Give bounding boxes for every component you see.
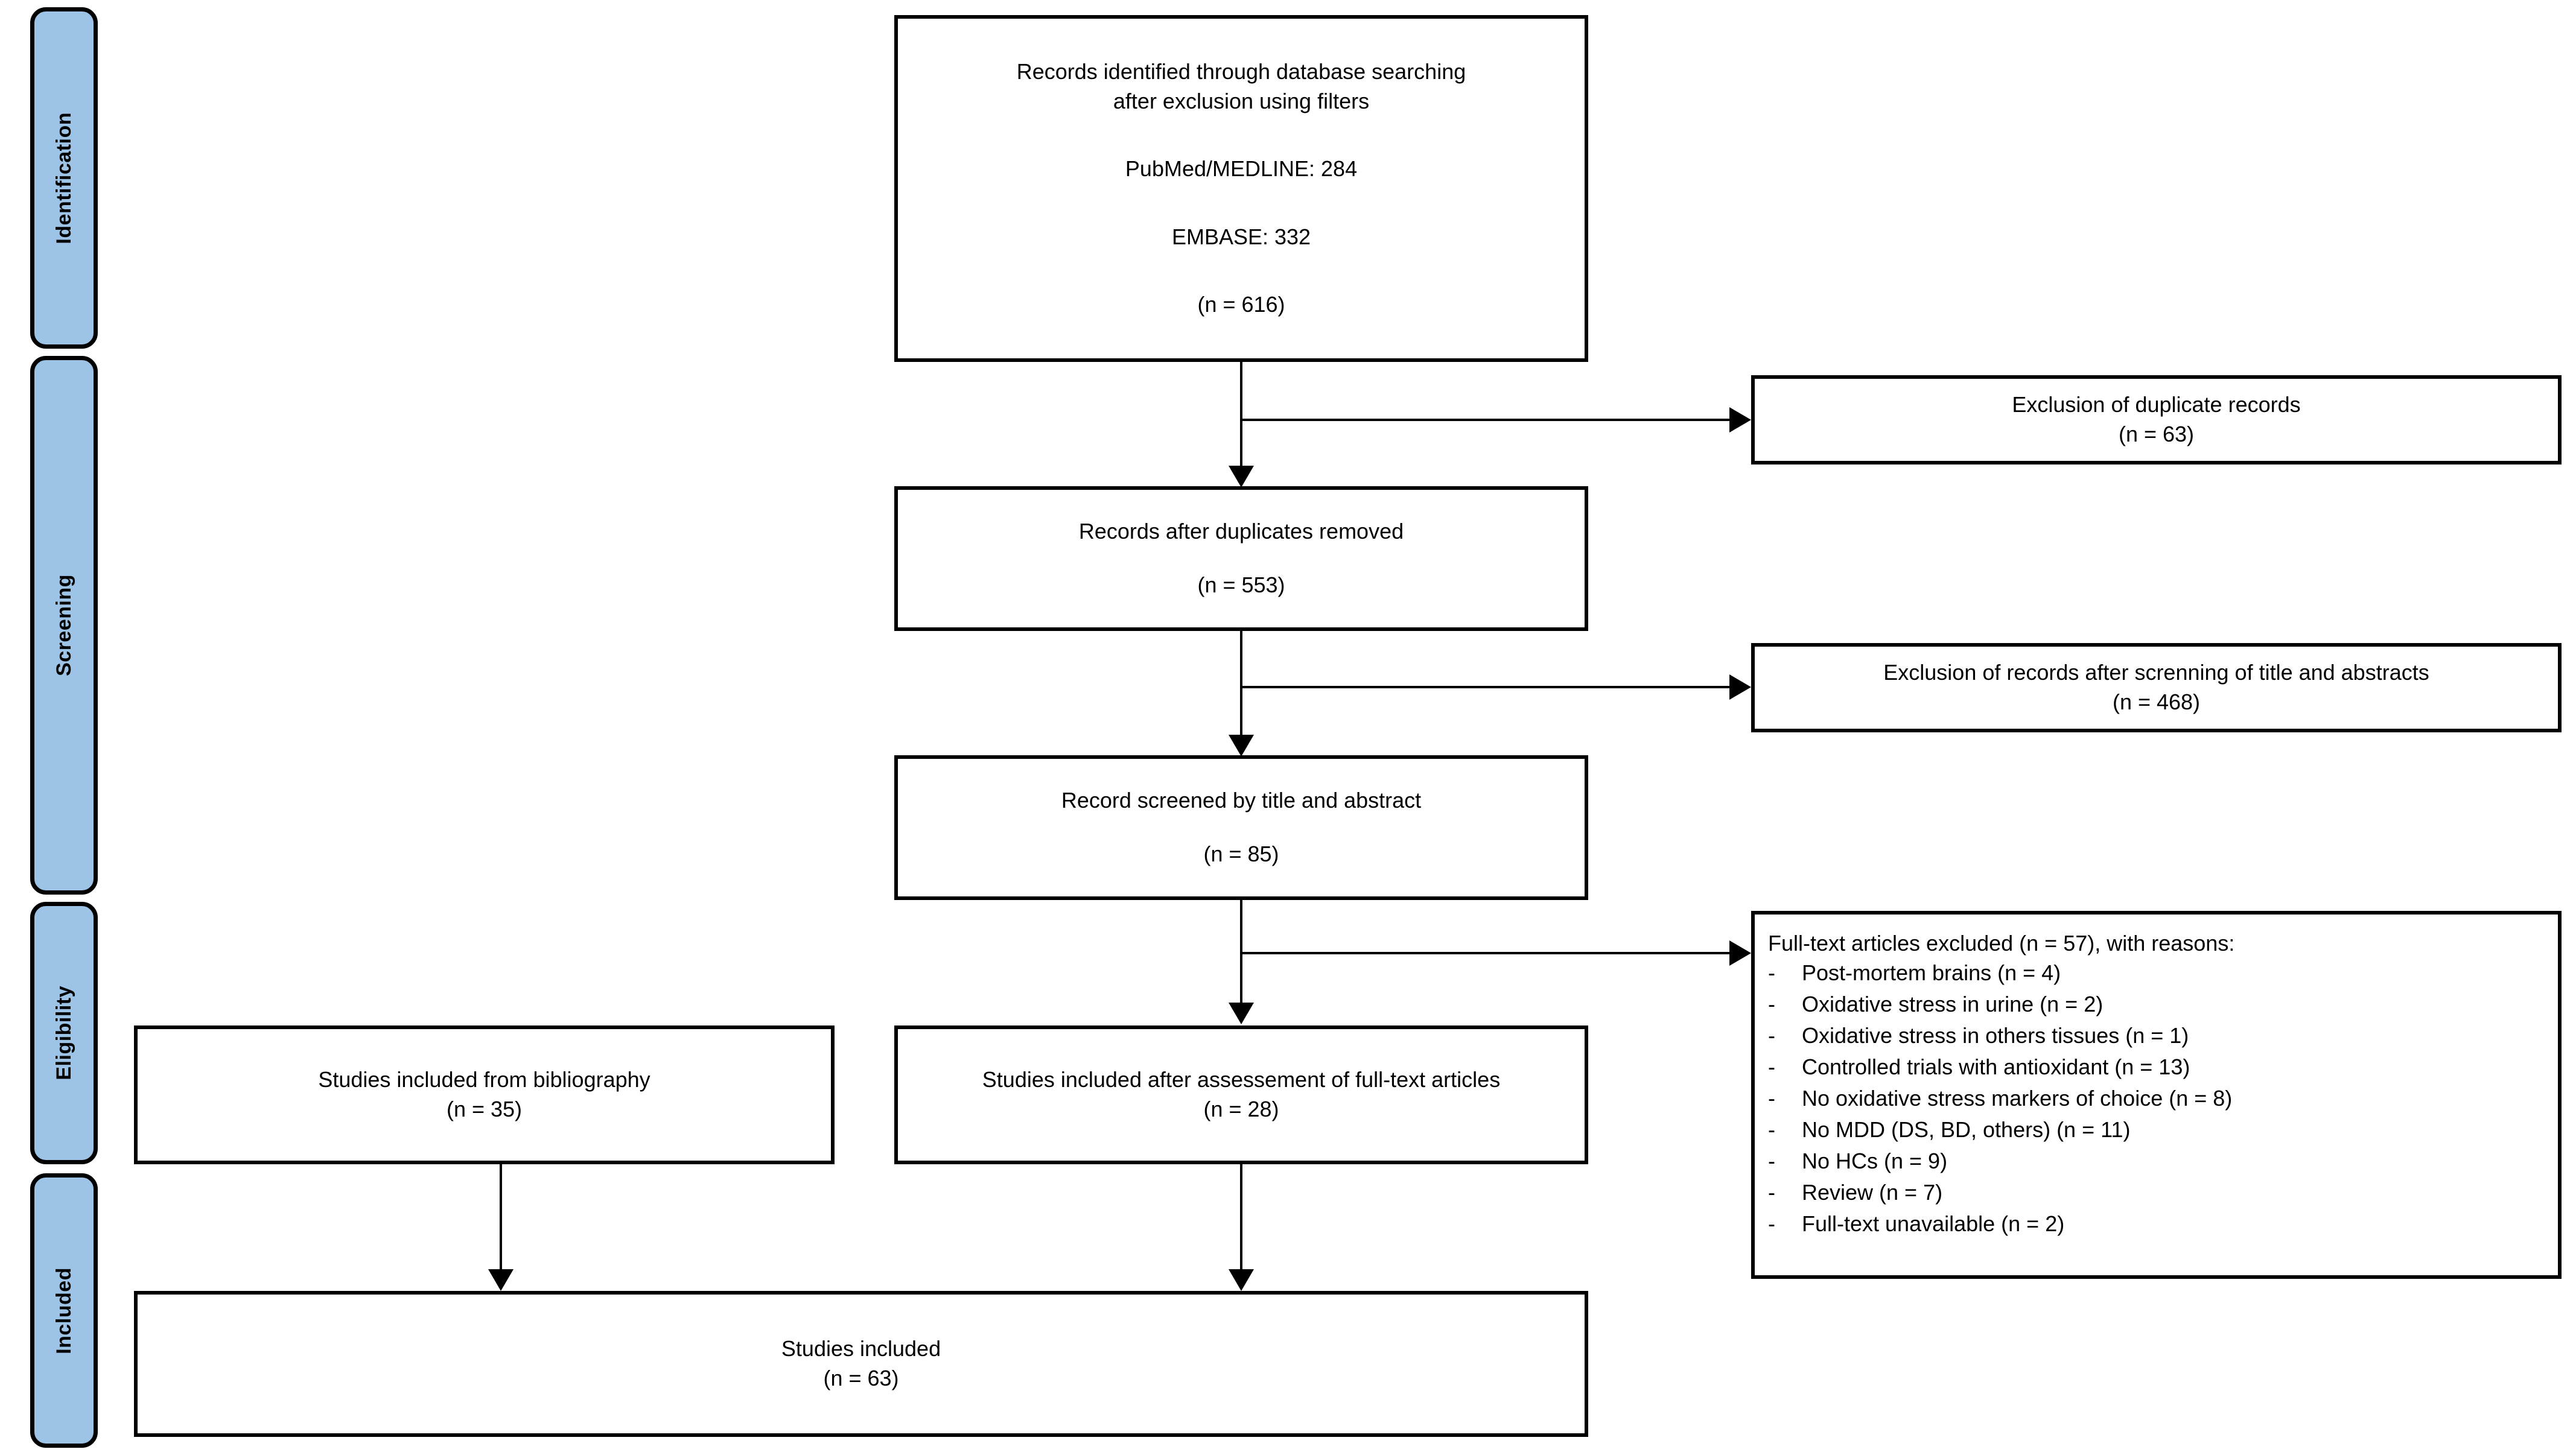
list-item: - Controlled trials with antioxidant (n … (1768, 1056, 2232, 1078)
box-studies-after-fulltext: Studies included after assessement of fu… (894, 1025, 1588, 1164)
connector-vline-1 (1240, 362, 1242, 471)
duplicates-excluded-line1: Exclusion of duplicate records (2012, 392, 2301, 417)
bullet-dash: - (1768, 1054, 1775, 1079)
connector-vline-fulltext (1240, 1164, 1242, 1274)
bullet-dash: - (1768, 1022, 1775, 1048)
bullet-dash: - (1768, 1211, 1775, 1236)
list-item: - Post-mortem brains (n = 4) (1768, 962, 2232, 984)
studies-after-fulltext-line1: Studies included after assessement of fu… (982, 1067, 1501, 1092)
list-item: - Review (n = 7) (1768, 1179, 2232, 1205)
connector-arrow-down-bibliography (488, 1269, 514, 1291)
connector-vline-bibliography (500, 1164, 502, 1274)
fulltext-excluded-heading: Full-text articles excluded (n = 57), wi… (1768, 931, 2235, 956)
records-identified-line1: Records identified through database sear… (1016, 59, 1466, 84)
bullet-dash: - (1768, 1117, 1775, 1142)
records-identified-total: (n = 616) (1197, 292, 1285, 317)
records-excluded-screening-count: (n = 468) (2112, 689, 2201, 714)
connector-hline-screening-exclusion (1240, 686, 1741, 688)
stage-tab-screening[interactable]: Screening (30, 356, 98, 895)
records-after-duplicates-count: (n = 553) (1197, 572, 1285, 597)
bullet-dash: - (1768, 1148, 1775, 1173)
bullet-dash: - (1768, 1085, 1775, 1111)
reason-label: Controlled trials with antioxidant (n = … (1802, 1054, 2190, 1079)
connector-arrow-down-2 (1229, 735, 1254, 756)
fulltext-exclusion-reason-list: - Post-mortem brains (n = 4) - Oxidative… (1768, 962, 2232, 1244)
reason-label: No HCs (n = 9) (1802, 1148, 1948, 1173)
studies-after-fulltext-count: (n = 28) (1203, 1097, 1279, 1121)
list-item: - Oxidative stress in others tissues (n … (1768, 1022, 2232, 1048)
box-records-identified: Records identified through database sear… (894, 15, 1588, 362)
bullet-dash: - (1768, 991, 1775, 1016)
stage-tab-included-label: Included (52, 1267, 75, 1354)
duplicates-excluded-count: (n = 63) (2118, 422, 2195, 446)
stage-tab-identification-label: Identification (52, 112, 75, 244)
reason-label: Oxidative stress in others tissues (n = … (1802, 1022, 2189, 1048)
connector-hline-duplicates (1240, 419, 1741, 421)
reason-label: Review (n = 7) (1802, 1179, 1943, 1205)
records-identified-line2: after exclusion using filters (1113, 88, 1370, 113)
box-records-excluded-screening: Exclusion of records after screnning of … (1751, 643, 2562, 732)
stage-tab-included[interactable]: Included (30, 1173, 98, 1448)
stage-tab-eligibility[interactable]: Eligibility (30, 902, 98, 1164)
studies-from-bibliography-count: (n = 35) (446, 1097, 523, 1121)
box-studies-from-bibliography: Studies included from bibliography (n = … (134, 1025, 835, 1164)
stage-tab-identification[interactable]: Identification (30, 7, 98, 349)
list-item: - Full-text unavailable (n = 2) (1768, 1211, 2232, 1236)
bullet-dash: - (1768, 960, 1775, 985)
records-identified-pubmed: PubMed/MEDLINE: 284 (1125, 156, 1358, 182)
records-screened-line1: Record screened by title and abstract (1061, 788, 1422, 813)
connector-arrow-down-3 (1229, 1003, 1254, 1024)
list-item: - No HCs (n = 9) (1768, 1150, 2232, 1172)
records-screened-count: (n = 85) (1203, 842, 1279, 866)
box-studies-included: Studies included (n = 63) (134, 1291, 1588, 1437)
reason-label: Oxidative stress in urine (n = 2) (1802, 991, 2104, 1016)
records-after-duplicates-line1: Records after duplicates removed (1078, 519, 1404, 544)
connector-arrow-down-fulltext (1229, 1269, 1254, 1291)
reason-label: No MDD (DS, BD, others) (n = 11) (1802, 1117, 2131, 1142)
reason-label: Post-mortem brains (n = 4) (1802, 960, 2061, 985)
connector-hline-fulltext-excluded (1240, 952, 1741, 954)
connector-vline-2 (1240, 631, 1242, 740)
studies-included-line1: Studies included (781, 1336, 941, 1361)
connector-arrow-right-screening-exclusion (1729, 674, 1751, 700)
list-item: - No MDD (DS, BD, others) (n = 11) (1768, 1117, 2232, 1142)
box-records-screened: Record screened by title and abstract (n… (894, 755, 1588, 900)
box-duplicates-excluded: Exclusion of duplicate records (n = 63) (1751, 375, 2562, 464)
connector-arrow-down-1 (1229, 466, 1254, 487)
list-item: - No oxidative stress markers of choice … (1768, 1085, 2233, 1111)
reason-label: Full-text unavailable (n = 2) (1802, 1211, 2065, 1236)
stage-tab-eligibility-label: Eligibility (52, 986, 75, 1080)
box-records-after-duplicates: Records after duplicates removed (n = 55… (894, 486, 1588, 631)
list-item: - Oxidative stress in urine (n = 2) (1768, 991, 2232, 1016)
connector-arrow-right-duplicates (1729, 407, 1751, 433)
records-identified-embase: EMBASE: 332 (1171, 224, 1311, 249)
connector-arrow-right-fulltext-excluded (1729, 940, 1751, 966)
studies-included-count: (n = 63) (823, 1366, 899, 1390)
box-fulltext-excluded: Full-text articles excluded (n = 57), wi… (1751, 911, 2562, 1279)
reason-label: No oxidative stress markers of choice (n… (1802, 1085, 2233, 1111)
bullet-dash: - (1768, 1179, 1775, 1205)
studies-from-bibliography-line1: Studies included from bibliography (318, 1067, 650, 1092)
stage-tab-screening-label: Screening (52, 574, 75, 676)
records-excluded-screening-line1: Exclusion of records after screnning of … (1883, 660, 2429, 685)
